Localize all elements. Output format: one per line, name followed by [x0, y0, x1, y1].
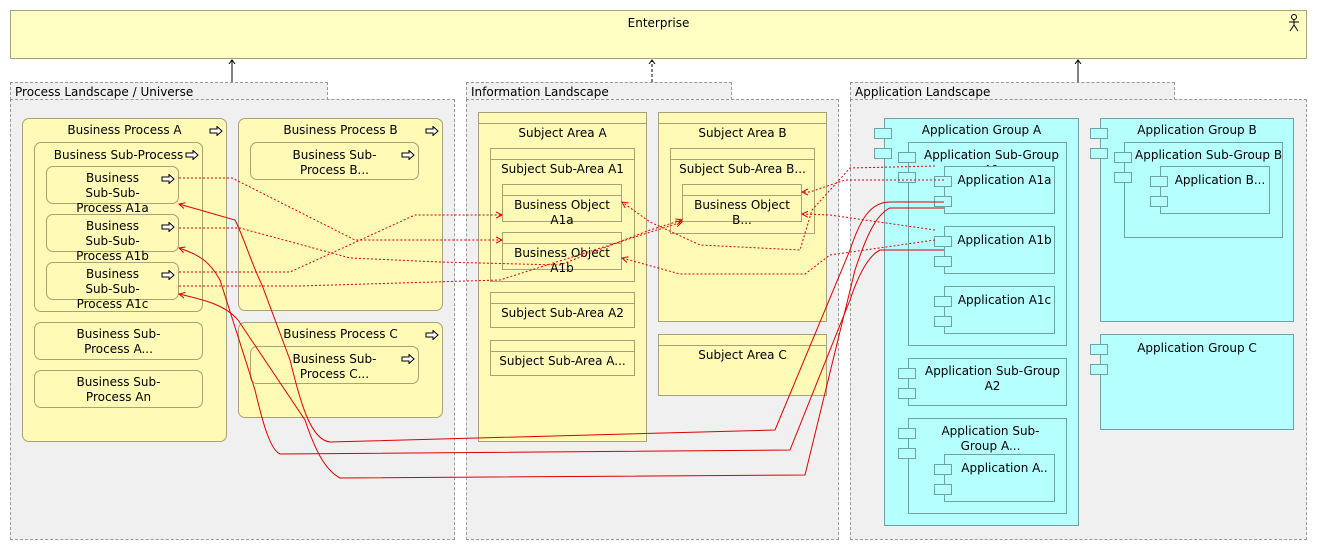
- information-landscape-tab: Information Landscape: [466, 82, 732, 100]
- component-icon: [934, 464, 952, 475]
- component-icon: [934, 256, 952, 267]
- process-arrow-icon: [425, 126, 439, 136]
- business-object-b-label: Business Object B...: [694, 198, 790, 227]
- application-a1b-label: Application A1b: [957, 233, 1052, 247]
- process-arrow-icon: [161, 174, 175, 184]
- actor-icon: [1289, 14, 1299, 32]
- process-arrow-icon: [425, 330, 439, 340]
- component-icon: [874, 148, 892, 159]
- application-a1b[interactable]: Application A1b: [944, 226, 1055, 274]
- application-landscape-tab: Application Landscape: [850, 82, 1175, 100]
- application-b-label: Application B...: [1174, 173, 1266, 187]
- component-icon: [1090, 364, 1108, 375]
- enterprise-label: Enterprise: [627, 16, 690, 30]
- business-sub-process-a-label: Business Sub-Process A: [53, 148, 184, 162]
- component-icon: [934, 484, 952, 495]
- business-object-a1a-label: Business Object A1a: [514, 198, 610, 227]
- subject-area-b-label: Subject Area B: [698, 126, 787, 140]
- business-sub-sub-process-a1a-label: Business Sub-Sub-Process A1a: [76, 171, 149, 215]
- subject-sub-area-a-dots-label: Subject Sub-Area A...: [499, 354, 626, 368]
- process-arrow-icon: [401, 354, 415, 364]
- application-a-dots[interactable]: Application A..: [944, 454, 1055, 502]
- business-object-a1b[interactable]: Business Object A1b: [502, 232, 622, 275]
- application-group-c-label: Application Group C: [1137, 341, 1257, 355]
- component-icon: [898, 172, 916, 183]
- application-a1c[interactable]: Application A1c: [944, 286, 1055, 334]
- component-icon: [1150, 176, 1168, 187]
- subject-area-c-label: Subject Area C: [698, 348, 787, 362]
- application-a1c-label: Application A1c: [957, 293, 1052, 307]
- business-object-a1a[interactable]: Business Object A1a: [502, 184, 622, 227]
- process-landscape-label: Process Landscape / Universe: [15, 85, 194, 99]
- component-icon: [1150, 196, 1168, 207]
- business-process-a-label: Business Process A: [67, 123, 182, 137]
- information-landscape-label: Information Landscape: [471, 85, 609, 99]
- component-icon: [898, 368, 916, 379]
- business-sub-sub-process-a1b-label: Business Sub-Sub-Process A1b: [76, 219, 149, 263]
- subject-area-c[interactable]: Subject Area C: [658, 334, 827, 396]
- business-sub-process-c[interactable]: Business Sub-Process C...: [250, 346, 419, 384]
- application-group-a-label: Application Group A: [921, 123, 1042, 137]
- component-icon: [934, 296, 952, 307]
- business-sub-process-a-dots-label: Business Sub-Process A...: [76, 327, 161, 356]
- business-sub-sub-process-a1c[interactable]: Business Sub-Sub-Process A1c: [46, 262, 179, 311]
- subject-area-a-label: Subject Area A: [518, 126, 607, 140]
- application-landscape-label: Application Landscape: [855, 85, 991, 99]
- business-process-c-label: Business Process C: [283, 327, 398, 341]
- business-sub-sub-process-a1a[interactable]: Business Sub-Sub-Process A1a: [46, 166, 179, 215]
- business-sub-process-an[interactable]: Business Sub-Process An: [34, 370, 203, 408]
- application-sub-group-a-dots-label: Application Sub-Group A...: [941, 424, 1040, 453]
- component-icon: [898, 388, 916, 399]
- component-icon: [1090, 344, 1108, 355]
- process-arrow-icon: [161, 270, 175, 280]
- subject-sub-area-b-label: Subject Sub-Area B...: [679, 162, 806, 176]
- application-sub-group-a2[interactable]: Application Sub-Group A2: [908, 358, 1067, 406]
- component-icon: [898, 448, 916, 459]
- application-group-c[interactable]: Application Group C: [1100, 334, 1294, 430]
- process-arrow-icon: [209, 126, 223, 136]
- component-icon: [898, 428, 916, 439]
- business-sub-process-b-label: Business Sub-Process B...: [292, 148, 377, 177]
- component-icon: [1114, 172, 1132, 183]
- process-landscape-tab: Process Landscape / Universe: [10, 82, 328, 100]
- component-icon: [934, 176, 952, 187]
- application-group-b-label: Application Group B: [1137, 123, 1257, 137]
- application-sub-group-b-label: Application Sub-Group B...: [1135, 148, 1282, 162]
- component-icon: [898, 152, 916, 163]
- business-sub-sub-process-a1b[interactable]: Business Sub-Sub-Process A1b: [46, 214, 179, 263]
- subject-sub-area-a2-label: Subject Sub-Area A2: [501, 306, 624, 320]
- business-sub-process-a-dots[interactable]: Business Sub-Process A...: [34, 322, 203, 360]
- subject-sub-area-a2[interactable]: Subject Sub-Area A2: [490, 292, 635, 328]
- application-a-dots-label: Application A..: [961, 461, 1048, 475]
- component-icon: [1090, 148, 1108, 159]
- process-arrow-icon: [401, 150, 415, 160]
- subject-sub-area-a-dots[interactable]: Subject Sub-Area A...: [490, 340, 635, 376]
- business-sub-process-c-label: Business Sub-Process C...: [292, 352, 377, 381]
- enterprise-node[interactable]: Enterprise: [10, 10, 1307, 59]
- application-b[interactable]: Application B...: [1160, 166, 1270, 214]
- component-icon: [1114, 152, 1132, 163]
- process-arrow-icon: [185, 150, 199, 160]
- application-sub-group-a2-label: Application Sub-Group A2: [924, 364, 1060, 393]
- application-a1a[interactable]: Application A1a: [944, 166, 1055, 214]
- process-arrow-icon: [161, 222, 175, 232]
- application-a1a-label: Application A1a: [957, 173, 1052, 187]
- business-object-a1b-label: Business Object A1b: [514, 246, 610, 275]
- component-icon: [934, 196, 952, 207]
- business-object-b[interactable]: Business Object B...: [682, 184, 802, 227]
- business-sub-sub-process-a1c-label: Business Sub-Sub-Process A1c: [76, 267, 149, 311]
- component-icon: [934, 316, 952, 327]
- business-sub-process-an-label: Business Sub-Process An: [76, 375, 161, 404]
- component-icon: [874, 128, 892, 139]
- component-icon: [1090, 128, 1108, 139]
- subject-sub-area-a1-label: Subject Sub-Area A1: [501, 162, 624, 176]
- component-icon: [934, 236, 952, 247]
- business-sub-process-b[interactable]: Business Sub-Process B...: [250, 142, 419, 180]
- business-process-b-label: Business Process B: [283, 123, 398, 137]
